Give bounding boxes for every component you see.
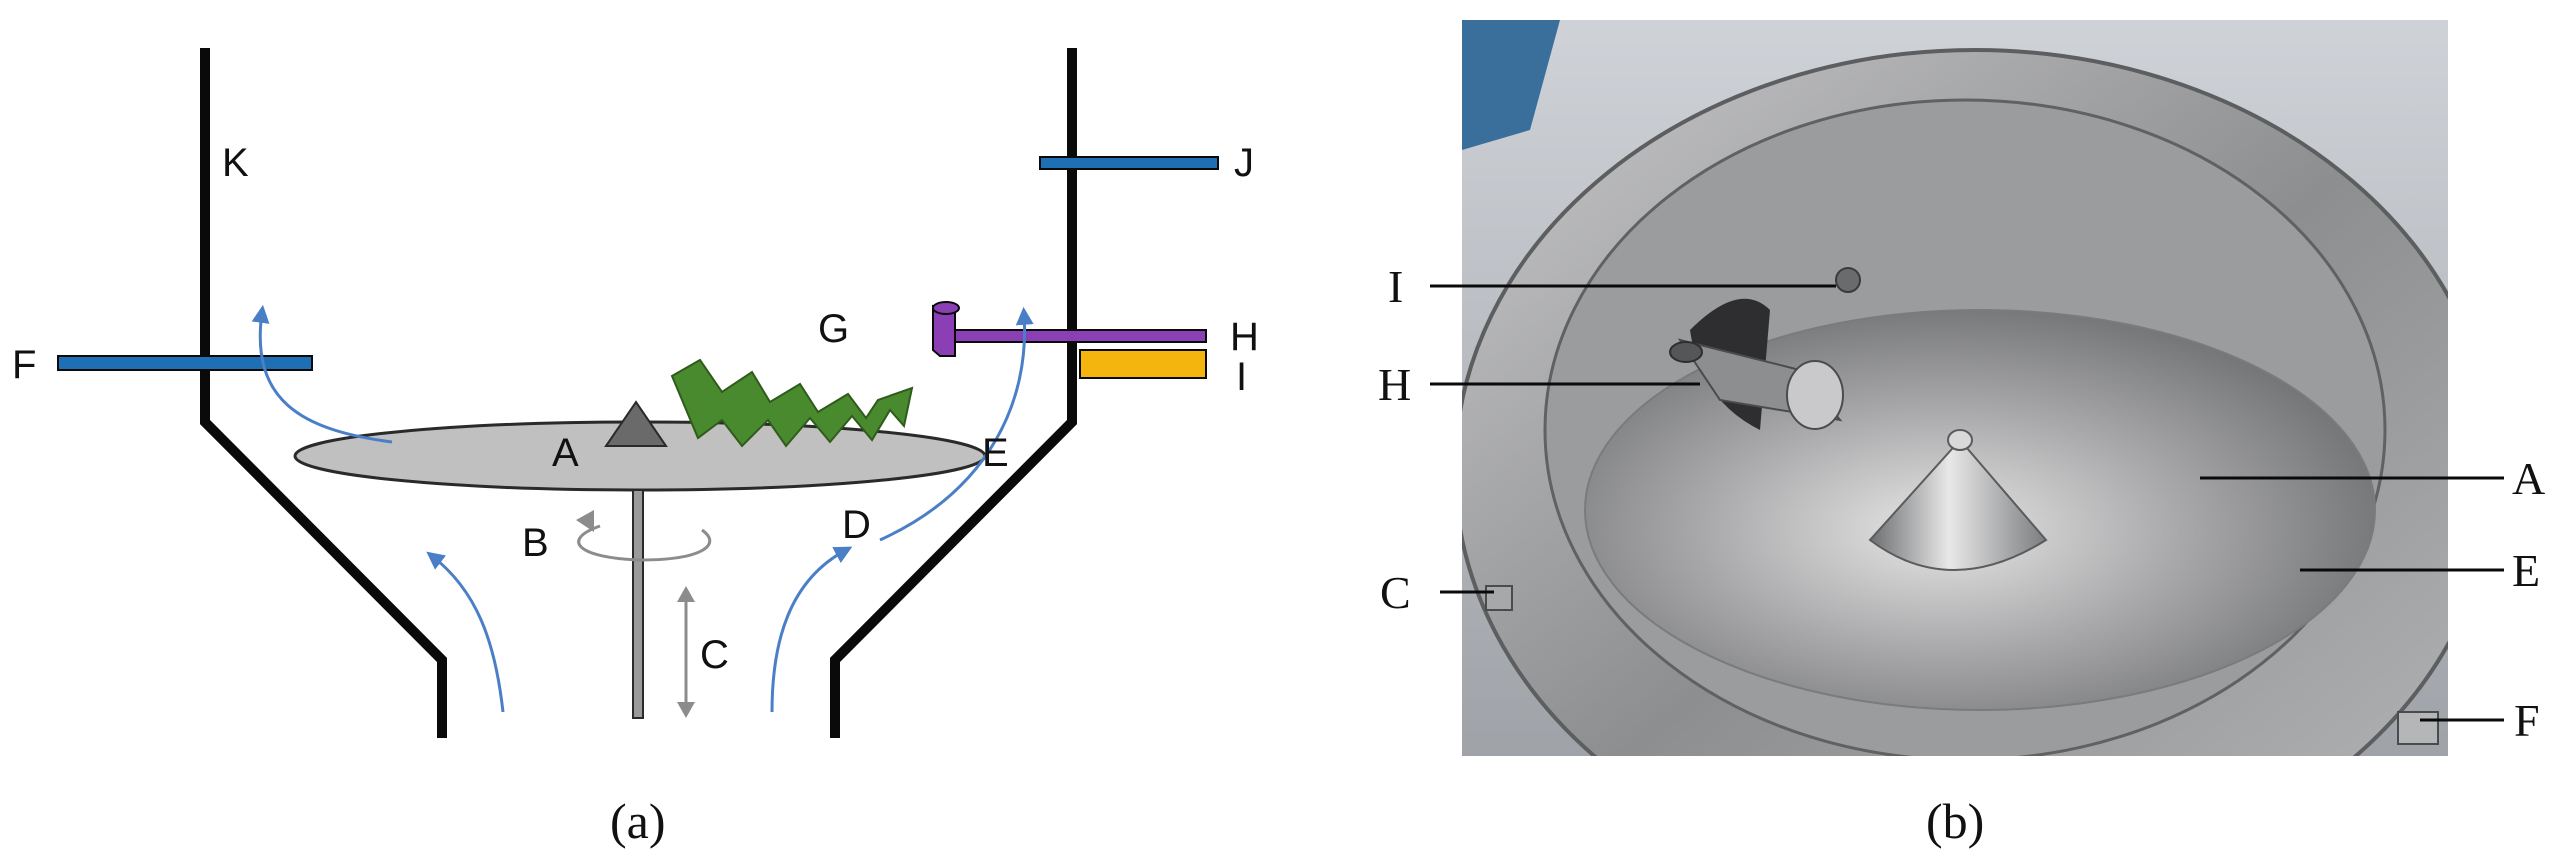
callout-label-e: E [2512, 545, 2540, 596]
callout-label-a: A [2512, 453, 2545, 504]
airflow-arrow-right-inner [770, 546, 853, 713]
caption-a: (a) [610, 793, 666, 849]
port-f-bar [57, 355, 313, 371]
height-arrow-bottom [677, 702, 695, 718]
panel-b-photo: I H C A E F (b) [1378, 20, 2545, 849]
callout-label-i: I [1388, 261, 1403, 312]
label-d: D [842, 503, 871, 547]
label-e: E [982, 431, 1009, 475]
label-a: A [552, 431, 579, 475]
photo-fitting-c [1485, 585, 1513, 611]
nozzle-h-bar [949, 329, 1207, 343]
chamber-wall-left [200, 48, 447, 738]
airflow-arrow-left-inner [426, 551, 505, 713]
airflow-arrow-right-outer [879, 306, 1034, 542]
callout-label-h: H [1378, 359, 1411, 410]
port-j-bar [1039, 156, 1219, 170]
disc-shaft [632, 489, 644, 719]
rotation-arrow-head [576, 510, 594, 532]
caption-b: (b) [1926, 793, 1984, 849]
label-f: F [12, 343, 36, 387]
spray-zigzag-arrow [670, 358, 914, 448]
label-j: J [1234, 141, 1254, 185]
label-k: K [222, 141, 249, 185]
photo-nozzle-end [1786, 360, 1844, 430]
panel-a-schematic: A B C D E F G H I J K (a) [12, 48, 1259, 849]
photo-blue-equipment [1462, 20, 1560, 150]
label-b: B [522, 521, 549, 565]
label-g: G [818, 307, 849, 351]
heater-i-bar [1079, 349, 1207, 379]
nozzle-h-tip [932, 301, 960, 315]
photo-nozzle-tip [1669, 341, 1703, 363]
chamber-wall-right [830, 48, 1077, 738]
label-h: H [1230, 315, 1259, 359]
callout-label-f: F [2514, 695, 2540, 746]
photo-sensor-i [1835, 267, 1861, 293]
callout-label-c: C [1380, 567, 1411, 618]
label-i: I [1236, 355, 1247, 399]
disc-cone [604, 400, 668, 447]
airflow-arrow-left-outer [251, 304, 393, 444]
height-arrow-top [677, 586, 695, 602]
photo-cone-tip [1947, 429, 1973, 451]
rotation-arrow [577, 524, 712, 562]
label-c: C [700, 633, 729, 677]
photo-fitting-f [2397, 711, 2439, 745]
photo-cone [1868, 438, 2048, 571]
